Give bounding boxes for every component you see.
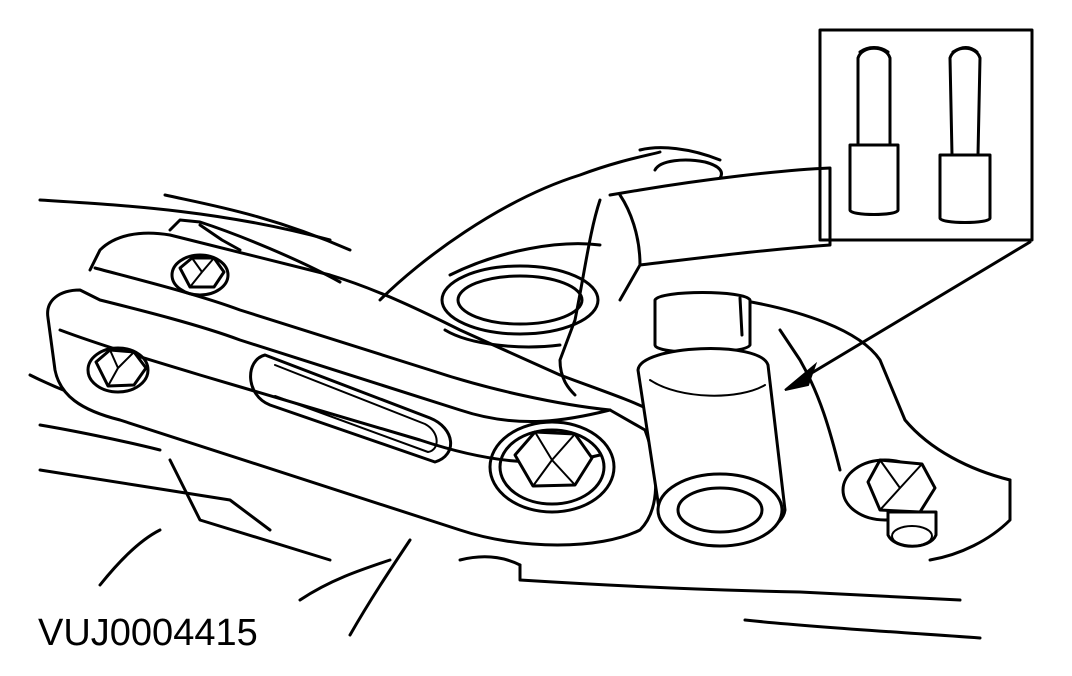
detail-inset <box>818 28 1034 242</box>
inset-tool-left <box>848 46 900 216</box>
rear-bolt <box>86 346 150 394</box>
special-tool-sleeve <box>636 291 787 548</box>
upright <box>558 158 832 397</box>
subframe-outline <box>28 193 982 640</box>
knuckle-nut <box>841 458 938 548</box>
leader-arrow <box>784 240 1032 391</box>
inset-tool-right <box>938 46 992 224</box>
knuckle-housing <box>378 146 1012 562</box>
top-bolt <box>170 253 230 297</box>
figure-reference-code: VUJ0004415 <box>38 612 258 654</box>
center-bolt <box>488 420 616 514</box>
